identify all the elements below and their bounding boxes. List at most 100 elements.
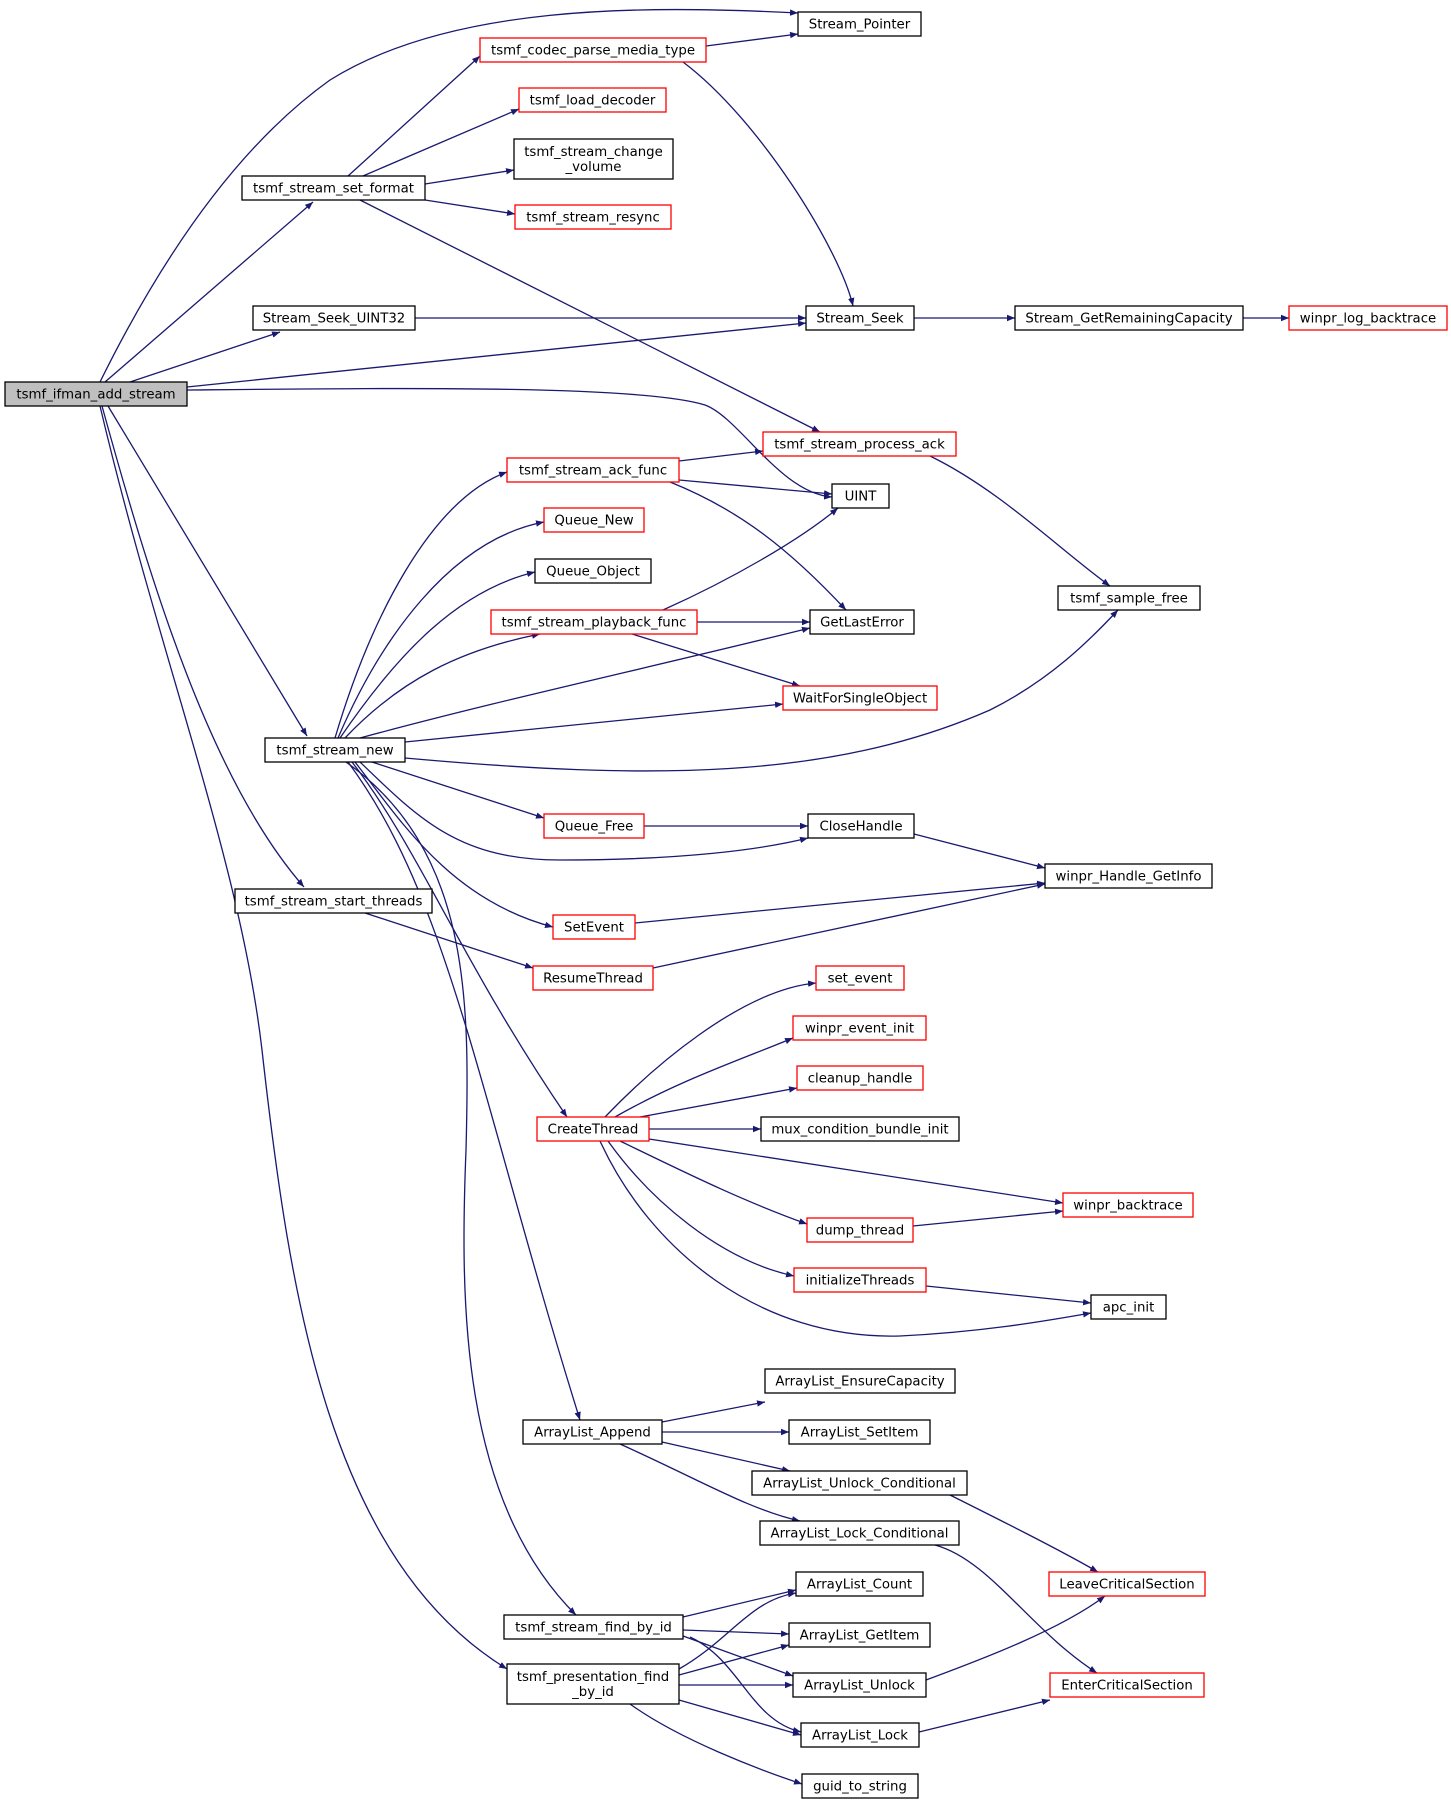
node-enter-cs[interactable]: EnterCriticalSection xyxy=(1049,1672,1205,1698)
node-label: tsmf_stream_process_ack xyxy=(774,438,945,453)
node-label: tsmf_load_decoder xyxy=(530,94,656,109)
node-box xyxy=(534,558,652,584)
node-queue-new[interactable]: Queue_New xyxy=(543,507,645,533)
node-set-event[interactable]: set_event xyxy=(815,965,905,991)
node-label: tsmf_stream_playback_func xyxy=(502,616,687,631)
e-setfmt-load xyxy=(362,108,520,177)
node-remaining-cap[interactable]: Stream_GetRemainingCapacity xyxy=(1014,305,1244,331)
node-winpr-backtrace[interactable]: winpr_backtrace xyxy=(1062,1192,1194,1218)
node-createthread[interactable]: CreateThread xyxy=(536,1116,650,1142)
e-new-queue-new xyxy=(337,520,545,739)
e-find-count xyxy=(682,1588,797,1618)
node-label: UINT xyxy=(845,490,878,505)
node-al-getitem[interactable]: ArrayList_GetItem xyxy=(788,1622,931,1648)
node-playback-func[interactable]: tsmf_stream_playback_func xyxy=(490,609,698,635)
e-root-set-format-path xyxy=(104,201,314,383)
node-queue-object[interactable]: Queue_Object xyxy=(534,558,652,584)
e-ct-backtrace xyxy=(648,1138,1064,1205)
e-new-sample xyxy=(404,609,1119,772)
node-uint[interactable]: UINT xyxy=(831,483,890,509)
e-root-stream-pointer xyxy=(99,8,799,383)
e-ct-init-threads-path xyxy=(607,1140,795,1278)
node-label: Queue_Object xyxy=(546,565,640,580)
node-change-volume[interactable]: tsmf_stream_change_volume xyxy=(513,138,674,180)
node-seek-uint32[interactable]: Stream_Seek_UINT32 xyxy=(252,305,416,331)
e-unlock-cond-leave-path xyxy=(949,1494,1099,1573)
node-queue-free[interactable]: Queue_Free xyxy=(543,813,645,839)
node-label: tsmf_stream_change xyxy=(524,145,663,160)
e-ack-lasterror-path xyxy=(669,481,847,611)
node-label: Queue_Free xyxy=(555,820,634,835)
e-ack-process-ack xyxy=(678,448,764,462)
node-start-threads[interactable]: tsmf_stream_start_threads xyxy=(234,888,433,914)
node-log-backtrace[interactable]: winpr_log_backtrace xyxy=(1288,305,1448,331)
e-ack-process-ack-path xyxy=(678,448,764,462)
node-mux-cond[interactable]: mux_condition_bundle_init xyxy=(760,1116,960,1142)
node-box xyxy=(1288,305,1448,331)
e-new-lasterror-path xyxy=(359,626,811,739)
node-box xyxy=(1090,1294,1167,1320)
node-al-ensure[interactable]: ArrayList_EnsureCapacity xyxy=(764,1368,956,1394)
e-new-closehandle-path xyxy=(359,761,809,861)
e-pres-guid xyxy=(629,1703,803,1785)
node-resumethread[interactable]: ResumeThread xyxy=(532,965,654,991)
node-pres-find[interactable]: tsmf_presentation_find_by_id xyxy=(506,1663,680,1705)
node-sample-free[interactable]: tsmf_sample_free xyxy=(1057,585,1201,611)
e-root-stream-seek xyxy=(186,320,807,388)
node-process-ack[interactable]: tsmf_stream_process_ack xyxy=(762,431,957,457)
e-ack-uint xyxy=(678,479,833,497)
node-apc-init[interactable]: apc_init xyxy=(1090,1294,1167,1320)
e-append-lock-cond xyxy=(619,1443,801,1523)
e-pres-getitem xyxy=(678,1644,790,1676)
e-ct-apc-path xyxy=(599,1140,1092,1337)
e-new-find-by-id xyxy=(345,761,577,1616)
node-find-by-id[interactable]: tsmf_stream_find_by_id xyxy=(503,1614,684,1640)
node-box xyxy=(543,507,645,533)
node-ack-func[interactable]: tsmf_stream_ack_func xyxy=(506,457,680,483)
node-codec-parse[interactable]: tsmf_codec_parse_media_type xyxy=(479,37,707,63)
e-new-lasterror xyxy=(359,626,811,739)
node-handle-getinfo[interactable]: winpr_Handle_GetInfo xyxy=(1044,863,1213,889)
node-stream-seek[interactable]: Stream_Seek xyxy=(805,305,915,331)
node-al-unlock-cond[interactable]: ArrayList_Unlock_Conditional xyxy=(751,1470,968,1496)
node-al-count[interactable]: ArrayList_Count xyxy=(795,1571,924,1597)
node-waitforsingle[interactable]: WaitForSingleObject xyxy=(782,685,938,711)
node-box xyxy=(1049,1672,1205,1698)
e-new-queue-free xyxy=(371,761,545,819)
node-closehandle[interactable]: CloseHandle xyxy=(807,813,915,839)
e-start-resume xyxy=(364,912,534,969)
node-stream-new[interactable]: tsmf_stream_new xyxy=(264,737,406,763)
node-al-lock[interactable]: ArrayList_Lock xyxy=(800,1722,920,1748)
node-box xyxy=(805,305,915,331)
node-box xyxy=(552,914,636,940)
node-al-unlock[interactable]: ArrayList_Unlock xyxy=(792,1672,927,1698)
node-label: tsmf_presentation_find xyxy=(517,1670,669,1685)
node-al-append[interactable]: ArrayList_Append xyxy=(522,1419,663,1445)
node-guid-to-string[interactable]: guid_to_string xyxy=(801,1773,919,1799)
node-box xyxy=(1048,1571,1206,1597)
node-set-format[interactable]: tsmf_stream_set_format xyxy=(241,175,426,201)
e-root-stream-seek-path xyxy=(186,320,807,388)
node-event-init[interactable]: winpr_event_init xyxy=(792,1015,927,1041)
e-append-unlock-cond xyxy=(661,1441,791,1473)
node-box xyxy=(788,1622,931,1648)
node-box xyxy=(809,609,915,635)
node-leave-cs[interactable]: LeaveCriticalSection xyxy=(1048,1571,1206,1597)
node-box xyxy=(764,1368,956,1394)
e-root-uint xyxy=(186,387,833,500)
e-setfmt-codec-path xyxy=(347,55,481,177)
node-resync[interactable]: tsmf_stream_resync xyxy=(514,204,672,230)
node-stream-pointer[interactable]: Stream_Pointer xyxy=(797,11,922,37)
node-load-decoder[interactable]: tsmf_load_decoder xyxy=(518,87,667,113)
node-getlasterror[interactable]: GetLastError xyxy=(809,609,915,635)
node-cleanup-handle[interactable]: cleanup_handle xyxy=(796,1065,924,1091)
node-box xyxy=(234,888,433,914)
node-label: apc_init xyxy=(1103,1301,1155,1316)
e-unlock-cond-leave xyxy=(949,1494,1099,1573)
node-al-lock-cond[interactable]: ArrayList_Lock_Conditional xyxy=(759,1520,960,1546)
node-init-threads[interactable]: initializeThreads xyxy=(793,1267,927,1293)
node-al-setitem[interactable]: ArrayList_SetItem xyxy=(788,1419,931,1445)
node-dump-thread[interactable]: dump_thread xyxy=(806,1217,914,1243)
node-setevent[interactable]: SetEvent xyxy=(552,914,636,940)
